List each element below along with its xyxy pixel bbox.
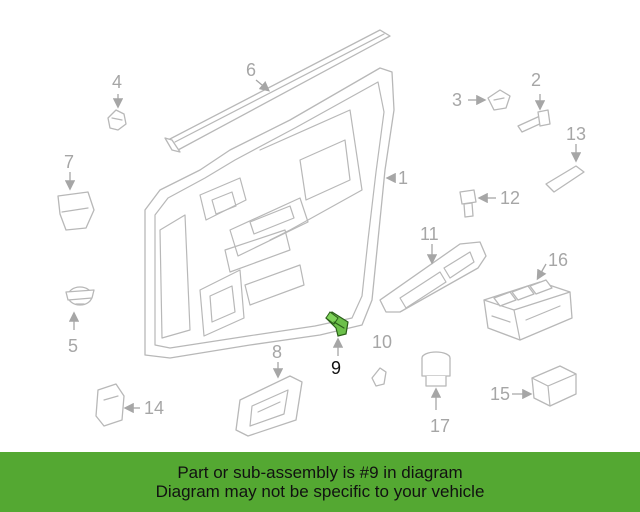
callout-12[interactable]: 12 (500, 188, 520, 208)
part-3-bracket[interactable] (487, 89, 511, 111)
callout-16[interactable]: 16 (548, 250, 568, 270)
callout-3[interactable]: 3 (452, 90, 462, 110)
part-2-screw[interactable] (517, 109, 551, 133)
part-13-pad[interactable] (545, 165, 585, 193)
callout-17[interactable]: 17 (430, 416, 450, 436)
notice-line-1: Part or sub-assembly is #9 in diagram (177, 463, 463, 482)
callout-7[interactable]: 7 (64, 152, 74, 172)
callout-arrows (64, 79, 582, 414)
part-8-inside-handle[interactable] (235, 375, 303, 437)
part-1-door-trim-panel[interactable] (144, 67, 395, 359)
callout-10[interactable]: 10 (372, 332, 392, 352)
part-9-bolt-highlighted[interactable] (325, 311, 349, 337)
callout-13[interactable]: 13 (566, 124, 586, 144)
callout-5[interactable]: 5 (68, 336, 78, 356)
part-4-clip[interactable] (107, 109, 127, 131)
part-10-clip[interactable] (371, 367, 387, 387)
callout-9[interactable]: 9 (331, 358, 341, 378)
part-5-push-clip[interactable] (65, 286, 95, 306)
notice-line-2: Diagram may not be specific to your vehi… (155, 482, 485, 501)
part-11-switch-bezel[interactable] (379, 241, 487, 313)
callout-4[interactable]: 4 (112, 72, 122, 92)
part-7-cover[interactable] (57, 191, 95, 231)
callout-1[interactable]: 1 (398, 168, 408, 188)
part-15-switch-assembly[interactable] (531, 365, 577, 407)
part-14-lock-knob[interactable] (95, 383, 125, 427)
callout-6[interactable]: 6 (246, 60, 256, 80)
callout-labels: 1 2 3 4 5 6 7 8 9 10 11 12 13 14 15 16 1… (64, 60, 586, 436)
callout-11[interactable]: 11 (420, 224, 439, 244)
notice-banner: Part or sub-assembly is #9 in diagram Di… (0, 452, 640, 512)
exploded-parts-diagram: 1 2 3 4 5 6 7 8 9 10 11 12 13 14 15 16 1… (57, 29, 586, 437)
callout-8[interactable]: 8 (272, 342, 282, 362)
callout-14[interactable]: 14 (144, 398, 164, 418)
part-16-window-switch[interactable] (483, 279, 573, 341)
callout-2[interactable]: 2 (531, 70, 541, 90)
part-12-bolt[interactable] (459, 189, 477, 218)
part-17-switch[interactable] (421, 351, 451, 387)
callout-15[interactable]: 15 (490, 384, 510, 404)
part-6-belt-molding[interactable] (164, 29, 391, 153)
